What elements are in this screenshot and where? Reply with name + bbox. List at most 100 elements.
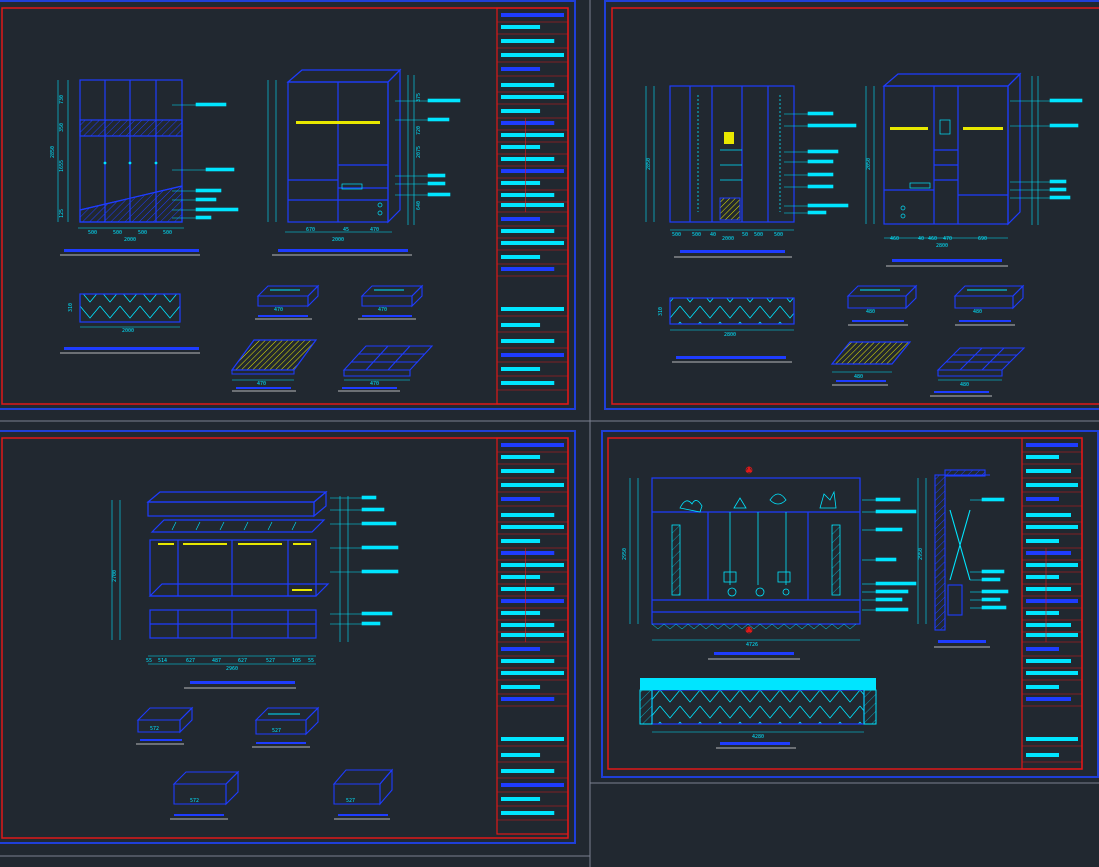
grid-tray [342,345,434,377]
title-block-text [1026,697,1071,701]
caption-underline [60,249,200,256]
dim-label: 40 [710,232,716,238]
dim-label: 2950 [622,548,628,560]
dim-label: 4280 [752,734,764,740]
section-markers [745,466,753,634]
title-block-text [501,551,555,555]
title-block-text [1026,671,1078,675]
dim-label: 470 [370,227,379,233]
dim-label: 487 [212,658,221,664]
dim-label: 4726 [746,642,758,648]
title-block-text [501,95,564,99]
title-block-text [501,157,555,161]
elev1-markers [103,161,158,165]
title-block-text [1026,483,1078,487]
dim-label: 572 [150,726,159,732]
title-block-text [501,575,541,579]
dim-label: 627 [186,658,195,664]
dim-label: 50 [742,232,748,238]
title-block-text [1026,443,1078,447]
dim-label: 2800 [724,332,736,338]
title-block-text [501,811,555,815]
title-block-text [501,339,555,343]
title-block-frame [1021,437,1083,770]
dim-label: 730 [59,95,65,104]
mesh-tray [230,339,318,375]
title-block-text [1026,539,1059,543]
dim-label: 125 [59,209,65,218]
title-block-text [1026,685,1059,689]
title-block-text [501,647,541,651]
open-shelves [720,149,742,181]
hanging-rail [296,121,380,124]
feature-wall-elevation [651,477,861,625]
dim-label: 500 [754,232,763,238]
drawer-box [254,706,320,736]
title-block-text [1026,659,1071,663]
dim-label: 2000 [722,236,734,242]
title-block-text [501,229,555,233]
title-block-text [1026,575,1059,579]
title-block-text [501,483,564,487]
title-block-text [501,13,564,17]
ornaments [679,490,837,597]
dim-label: 480 [866,309,875,315]
title-block-text [501,217,541,221]
title-block-text [501,671,564,675]
wardrobe-elevation-interior [286,68,402,224]
title-block-text [501,513,555,517]
caption-underline [672,356,792,363]
title-block-text [501,623,555,627]
title-block-text [501,133,564,137]
title-block-text [501,539,541,543]
glass-shelf-hatch [171,521,297,531]
dim-label: 310 [68,303,74,312]
title-block-text [1026,587,1071,591]
title-block [1021,437,1083,770]
dim-label: 500 [113,230,122,236]
title-block [496,437,569,835]
elev5-leaders [330,495,399,642]
title-block-text [1026,513,1071,517]
title-block-text [501,587,555,591]
elev2-leaders [395,75,461,225]
title-block-text [501,53,564,57]
sheet-top-left: 500 500 500 500 2000 730 350 1655 125 28… [0,0,576,410]
title-block-text [501,193,555,197]
drawer-box [136,706,194,734]
elev3-leaders [784,111,857,215]
dim-label: 527 [346,798,355,804]
caption-underline [60,347,200,354]
sheet-frame [0,430,576,844]
top-plan-band [669,297,795,325]
drawer-box [846,284,918,310]
title-block-text [501,169,564,173]
caption-underline [716,742,796,749]
title-block-text [1026,647,1059,651]
title-block-text [501,697,555,701]
drawer-box [360,284,424,308]
sheet-frame [604,0,1099,410]
title-block-text [501,83,555,87]
drawer-box-tall [172,770,240,806]
elev1-leaders [172,102,239,220]
title-block-text [501,599,564,603]
title-block-text [1026,737,1078,741]
dim-label: 1655 [59,160,65,172]
title-block-text [501,25,541,29]
title-block-text [1026,469,1071,473]
dim-label: 500 [163,230,172,236]
dim-label: 500 [88,230,97,236]
open-shelf-hatch [719,197,741,221]
title-block-text [501,267,555,271]
dim-label: 527 [272,728,281,734]
section-leaders [970,497,1009,610]
title-block-text [501,753,541,757]
title-block-text [501,307,564,311]
dim-label: 514 [158,658,167,664]
dim-label: 527 [266,658,275,664]
title-block-text [501,145,541,149]
title-block-text [501,367,541,371]
